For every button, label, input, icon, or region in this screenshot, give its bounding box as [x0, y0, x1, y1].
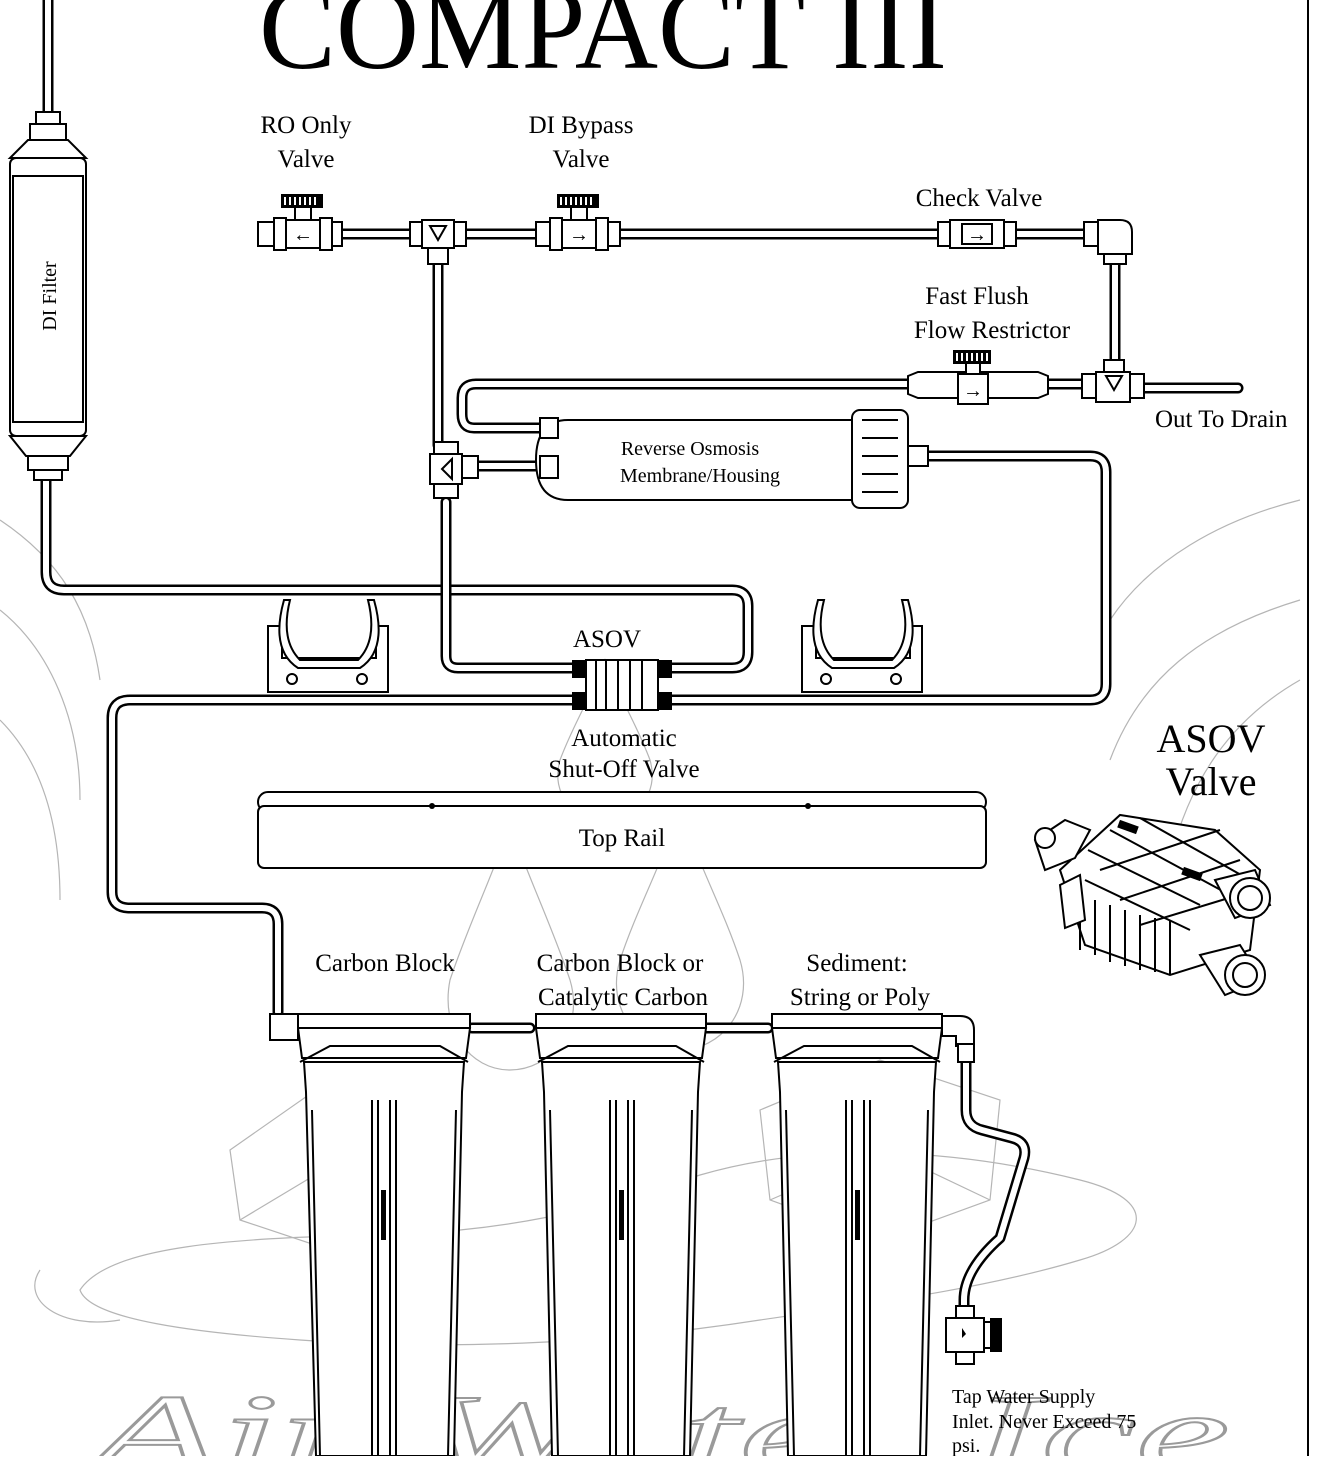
di-bypass-label-1: DI Bypass	[529, 112, 634, 139]
elbow-fitting-top-right	[1083, 219, 1133, 265]
ro-only-label-1: RO Only	[261, 112, 352, 139]
sediment-label-2: String or Poly	[790, 984, 931, 1011]
asov-label: ASOV	[573, 626, 641, 653]
ro-membrane-label-2: Membrane/Housing	[620, 465, 780, 487]
fast-flush-restrictor[interactable]: →	[907, 350, 1049, 405]
tubing	[40, 0, 1244, 1316]
ro-only-arrow: ←	[293, 224, 313, 246]
asov-valve-illustration	[1033, 813, 1272, 997]
mounting-clip-left	[267, 599, 389, 693]
asov-inline	[572, 659, 672, 711]
di-filter: DI Filter	[7, 111, 89, 481]
carbon-block-or-label-2: Catalytic Carbon	[538, 984, 709, 1011]
automatic-shutoff-label-1: Automatic	[571, 725, 677, 752]
di-bypass-arrow: →	[569, 224, 589, 246]
tap-water-label-1: Tap Water Supply	[952, 1386, 1095, 1408]
check-valve: →	[937, 219, 1017, 249]
fast-flush-label-2: Flow Restrictor	[914, 317, 1071, 344]
top-rail-label: Top Rail	[579, 825, 665, 852]
tap-water-label-2: Inlet. Never Exceed 75	[952, 1411, 1136, 1433]
asov-valve-title-2: Valve	[1165, 759, 1256, 804]
tap-water-valve[interactable]	[945, 1305, 1002, 1365]
canister-catalytic-carbon	[534, 1013, 708, 1457]
fast-flush-label-1: Fast Flush	[925, 283, 1029, 310]
canister-carbon-block	[269, 1013, 472, 1457]
di-bypass-label-2: Valve	[553, 146, 610, 173]
ro-membrane-label-1: Reverse Osmosis	[621, 438, 760, 460]
check-valve-arrow: →	[967, 224, 987, 246]
sediment-label-1: Sediment:	[806, 950, 907, 977]
ro-only-label-2: Valve	[278, 146, 335, 173]
automatic-shutoff-label-2: Shut-Off Valve	[548, 756, 699, 783]
page-title: COMPACT III	[259, 0, 947, 94]
out-to-drain-label: Out To Drain	[1155, 406, 1288, 433]
canister-sediment	[770, 1013, 975, 1457]
di-bypass-valve[interactable]: →	[535, 194, 621, 251]
ro-only-valve[interactable]: ←	[257, 194, 343, 251]
drain-tee-fitting	[1081, 359, 1145, 403]
ro-membrane-housing	[534, 409, 929, 509]
tap-water-label-3: psi.	[952, 1435, 980, 1456]
carbon-block-label: Carbon Block	[315, 950, 455, 977]
membrane-tee-fitting	[429, 441, 479, 499]
mounting-clip-right	[801, 599, 923, 693]
di-filter-label: DI Filter	[39, 261, 61, 331]
tee-fitting-top	[409, 219, 467, 265]
carbon-block-or-label-1: Carbon Block or	[537, 950, 704, 977]
asov-valve-title-1: ASOV	[1157, 716, 1266, 761]
fast-flush-arrow: →	[963, 380, 983, 402]
top-rail	[257, 791, 987, 869]
check-valve-label: Check Valve	[916, 185, 1043, 212]
